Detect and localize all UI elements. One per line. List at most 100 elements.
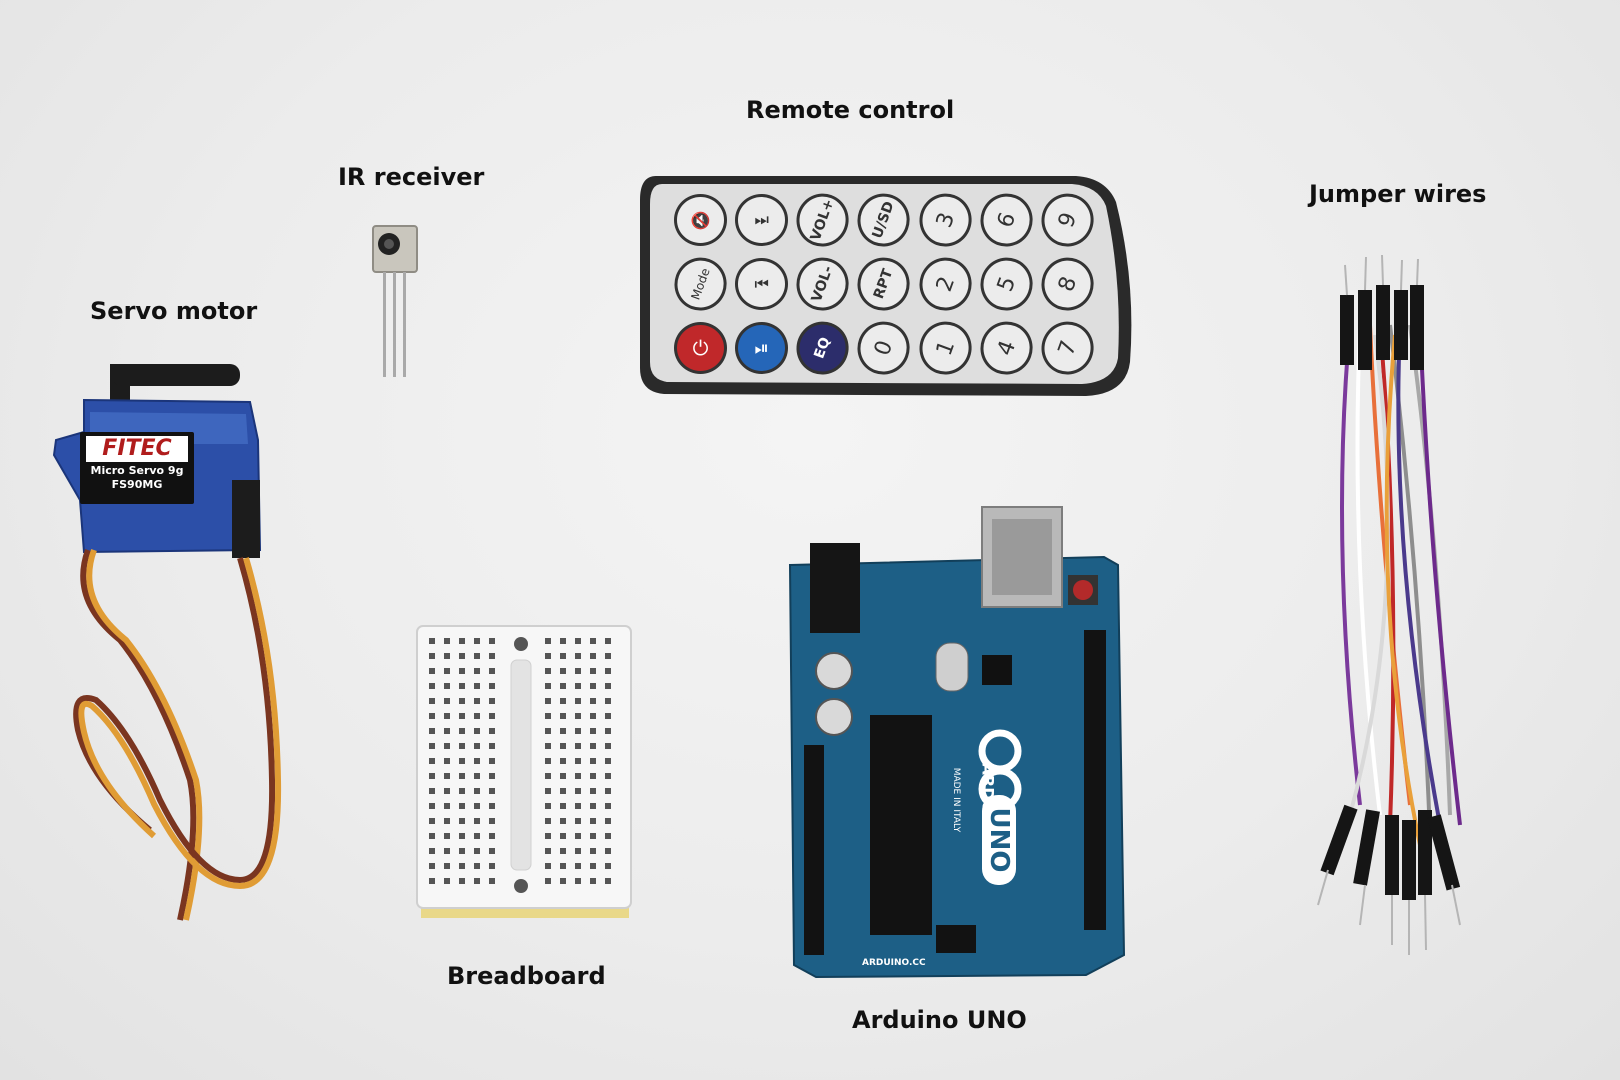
- breadboard-hole: [474, 848, 480, 854]
- breadboard-hole: [605, 743, 611, 749]
- breadboard-hole: [474, 698, 480, 704]
- breadboard-hole: [545, 833, 551, 839]
- breadboard-hole: [575, 728, 581, 734]
- remote-button-eq[interactable]: EQ: [789, 314, 857, 382]
- breadboard-hole: [590, 683, 596, 689]
- arduino-uno: ARDUINO MADE IN ITALY UNO ARDUINO.CC: [786, 505, 1130, 981]
- breadboard-hole: [575, 863, 581, 869]
- remote-button-8[interactable]: 8: [1033, 250, 1101, 318]
- remote-button-vol-down[interactable]: VOL-: [789, 250, 857, 318]
- breadboard-hole: [590, 713, 596, 719]
- breadboard-hole: [444, 698, 450, 704]
- remote-button-9[interactable]: 9: [1033, 186, 1101, 254]
- breadboard-hole: [560, 668, 566, 674]
- arduino-site-text: ARDUINO.CC: [862, 958, 926, 968]
- label-jumper-wires: Jumper wires: [1309, 180, 1487, 208]
- breadboard-hole: [429, 833, 435, 839]
- breadboard-hole: [459, 818, 465, 824]
- breadboard-hole: [575, 773, 581, 779]
- breadboard-hole: [489, 773, 495, 779]
- breadboard-hole: [444, 683, 450, 689]
- servo-model-code: FS90MG: [111, 478, 163, 491]
- power-icon: ⏻: [692, 336, 709, 360]
- breadboard-hole: [444, 758, 450, 764]
- breadboard-hole: [590, 803, 596, 809]
- breadboard-hole: [459, 773, 465, 779]
- remote-button-0[interactable]: 0: [850, 314, 918, 382]
- breadboard-hole: [444, 743, 450, 749]
- remote-button-rpt[interactable]: RPT: [850, 250, 918, 318]
- breadboard-hole: [429, 698, 435, 704]
- breadboard-hole: [560, 713, 566, 719]
- breadboard-hole: [545, 728, 551, 734]
- breadboard-hole: [429, 878, 435, 884]
- breadboard-hole: [429, 863, 435, 869]
- breadboard-hole: [545, 743, 551, 749]
- breadboard-hole: [429, 743, 435, 749]
- breadboard-hole: [489, 653, 495, 659]
- breadboard-hole: [474, 683, 480, 689]
- breadboard-hole: [575, 758, 581, 764]
- breadboard-hole: [489, 758, 495, 764]
- breadboard-hole: [545, 803, 551, 809]
- remote-button-3[interactable]: 3: [911, 186, 979, 254]
- breadboard-hole: [605, 878, 611, 884]
- breadboard-hole: [444, 773, 450, 779]
- remote-button-mode[interactable]: Mode: [667, 250, 735, 318]
- breadboard-hole: [590, 833, 596, 839]
- breadboard-hole: [489, 788, 495, 794]
- remote-button-play-pause[interactable]: ⏯: [735, 322, 789, 374]
- breadboard-hole: [444, 653, 450, 659]
- label-ir-receiver: IR receiver: [338, 163, 485, 191]
- breadboard-hole: [474, 728, 480, 734]
- breadboard-hole: [545, 668, 551, 674]
- breadboard-hole: [429, 728, 435, 734]
- remote-button-usd[interactable]: U/SD: [850, 186, 918, 254]
- breadboard-hole: [590, 773, 596, 779]
- breadboard-hole: [575, 818, 581, 824]
- breadboard-hole: [605, 698, 611, 704]
- breadboard-hole: [444, 803, 450, 809]
- breadboard-hole: [560, 833, 566, 839]
- breadboard-hole: [605, 728, 611, 734]
- remote-button-5[interactable]: 5: [972, 250, 1040, 318]
- remote-button-2[interactable]: 2: [911, 250, 979, 318]
- breadboard-hole: [474, 668, 480, 674]
- remote-button-prev[interactable]: ⏮: [735, 258, 789, 310]
- breadboard-hole: [575, 848, 581, 854]
- breadboard-hole: [474, 653, 480, 659]
- breadboard-hole: [560, 758, 566, 764]
- remote-button-vol-up[interactable]: VOL+: [789, 186, 857, 254]
- breadboard-hole: [575, 743, 581, 749]
- breadboard-hole: [444, 818, 450, 824]
- remote-button-next[interactable]: ⏭: [735, 194, 789, 246]
- breadboard-hole: [444, 713, 450, 719]
- breadboard-hole: [429, 803, 435, 809]
- remote-button-7[interactable]: 7: [1033, 314, 1101, 382]
- breadboard-hole: [489, 698, 495, 704]
- remote-button-4[interactable]: 4: [972, 314, 1040, 382]
- remote-button-1[interactable]: 1: [911, 314, 979, 382]
- skip-back-icon: ⏮: [754, 274, 769, 293]
- breadboard-hole: [459, 833, 465, 839]
- breadboard-hole: [560, 788, 566, 794]
- breadboard-hole: [429, 668, 435, 674]
- breadboard-hole: [429, 788, 435, 794]
- breadboard-hole: [590, 653, 596, 659]
- remote-button-power[interactable]: ⏻: [674, 322, 728, 374]
- breadboard-hole: [605, 638, 611, 644]
- mute-icon: 🔇: [690, 210, 711, 230]
- breadboard-hole: [489, 833, 495, 839]
- breadboard-hole: [459, 668, 465, 674]
- label-servo-motor: Servo motor: [90, 297, 258, 325]
- breadboard-hole: [605, 788, 611, 794]
- breadboard-hole: [545, 683, 551, 689]
- remote-button-mute[interactable]: 🔇: [674, 194, 728, 246]
- remote-button-6[interactable]: 6: [972, 186, 1040, 254]
- breadboard-hole: [489, 728, 495, 734]
- breadboard-hole: [560, 683, 566, 689]
- breadboard-hole: [560, 698, 566, 704]
- breadboard-hole: [560, 728, 566, 734]
- breadboard-hole: [429, 653, 435, 659]
- breadboard-hole: [459, 638, 465, 644]
